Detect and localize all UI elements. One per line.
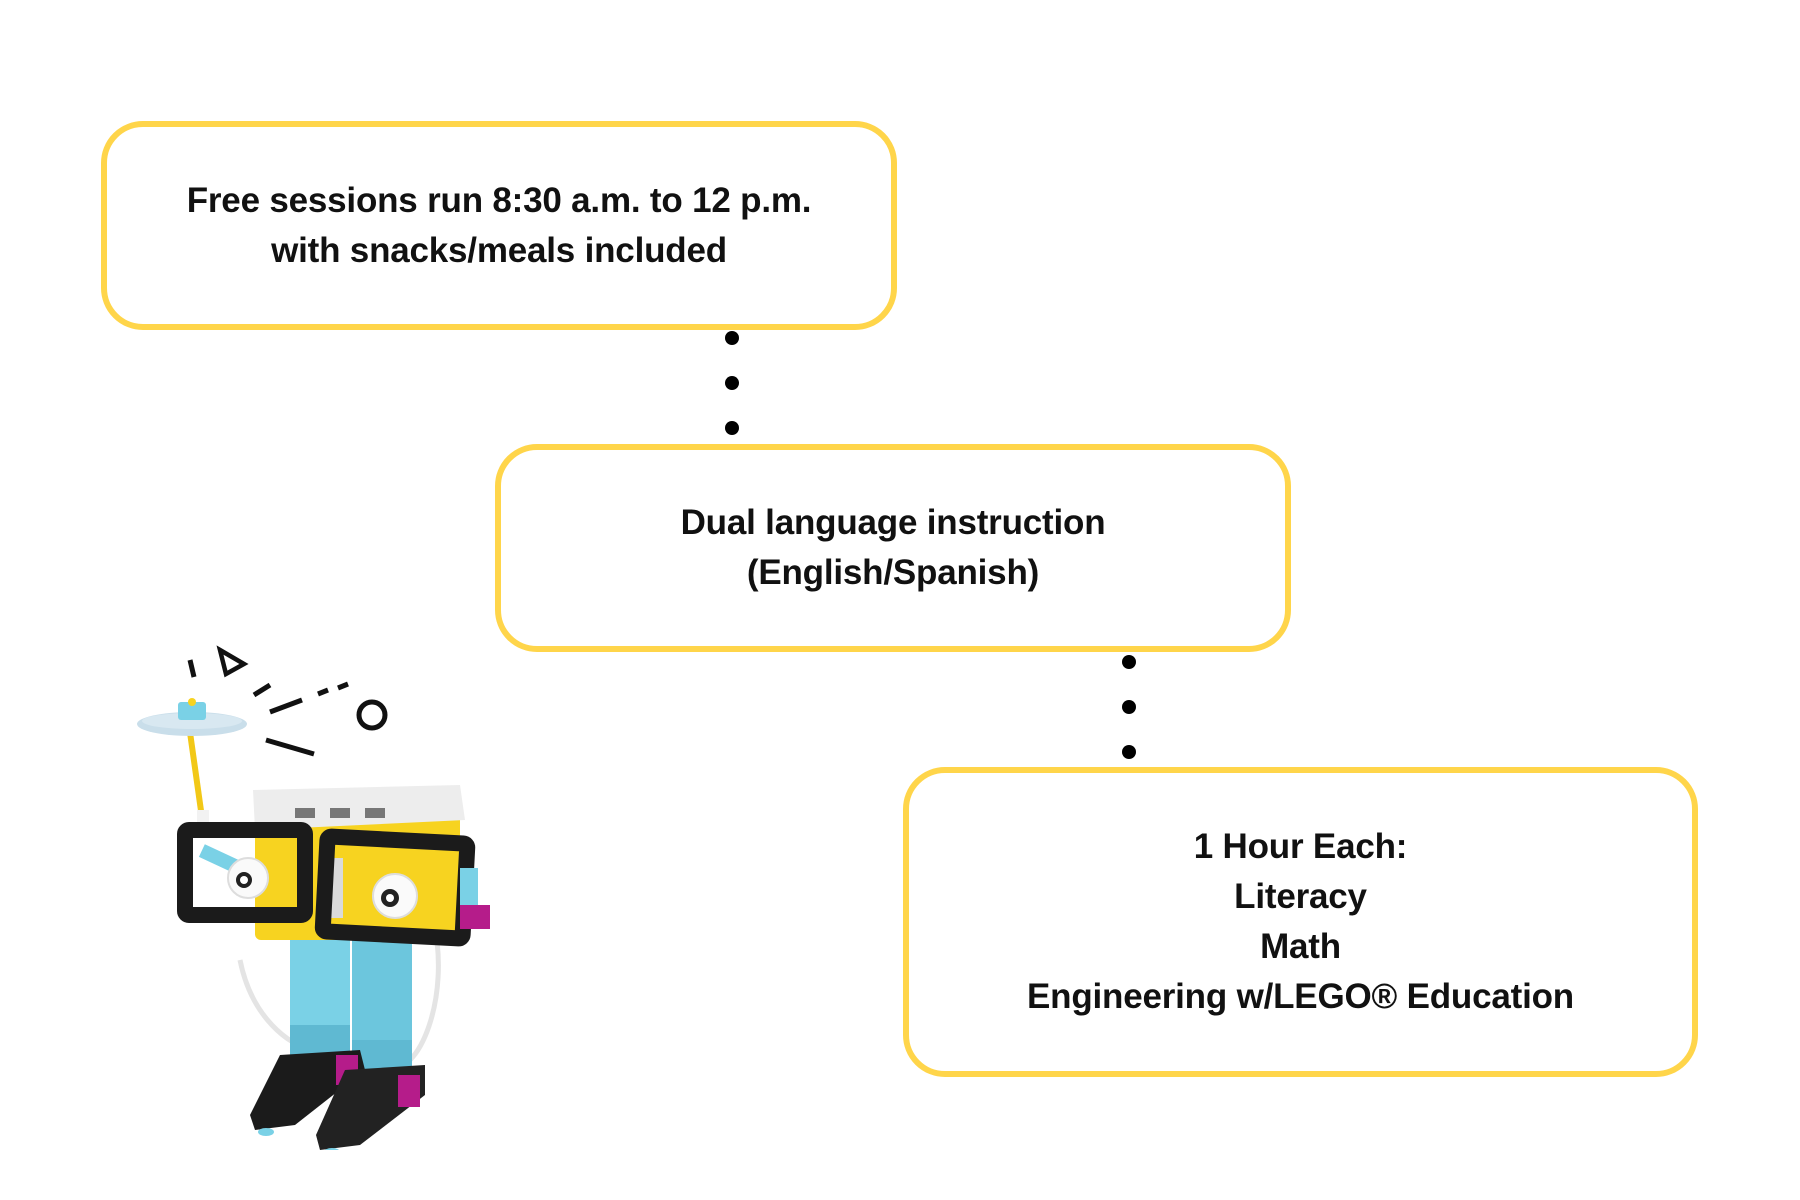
- step-text: Math: [1260, 927, 1341, 966]
- connector-dot: [1122, 655, 1136, 669]
- step-text: with snacks/meals included: [271, 230, 727, 270]
- lego-robot-illustration: [137, 645, 490, 1150]
- step-box-subjects: 1 Hour Each: Literacy Math Engineering w…: [903, 767, 1698, 1077]
- step-text: Literacy: [1234, 877, 1367, 916]
- robot-eyes-icon: [227, 857, 418, 919]
- connector-dot: [725, 421, 739, 435]
- step-text: Free sessions run 8:30 a.m. to 12 p.m.: [186, 180, 812, 220]
- propeller-icon: [137, 698, 247, 824]
- connector-dot: [725, 331, 739, 345]
- connector-dot: [1122, 745, 1136, 759]
- connector-dot: [725, 376, 739, 390]
- step-box-language: Dual language instruction (English/Spani…: [495, 444, 1291, 652]
- robot-legs-icon: [290, 930, 412, 1075]
- step-text: 1 Hour Each:: [1193, 827, 1408, 866]
- step-text: (English/Spanish): [746, 553, 1040, 592]
- step-text: Dual language instruction: [680, 503, 1106, 542]
- connector-dot: [1122, 700, 1136, 714]
- step-text: Engineering w/LEGO® Education: [1027, 977, 1574, 1016]
- robot-feet-icon: [250, 1050, 425, 1150]
- doodle-marks-icon: [187, 645, 388, 757]
- step-box-sessions: Free sessions run 8:30 a.m. to 12 p.m. w…: [101, 121, 897, 330]
